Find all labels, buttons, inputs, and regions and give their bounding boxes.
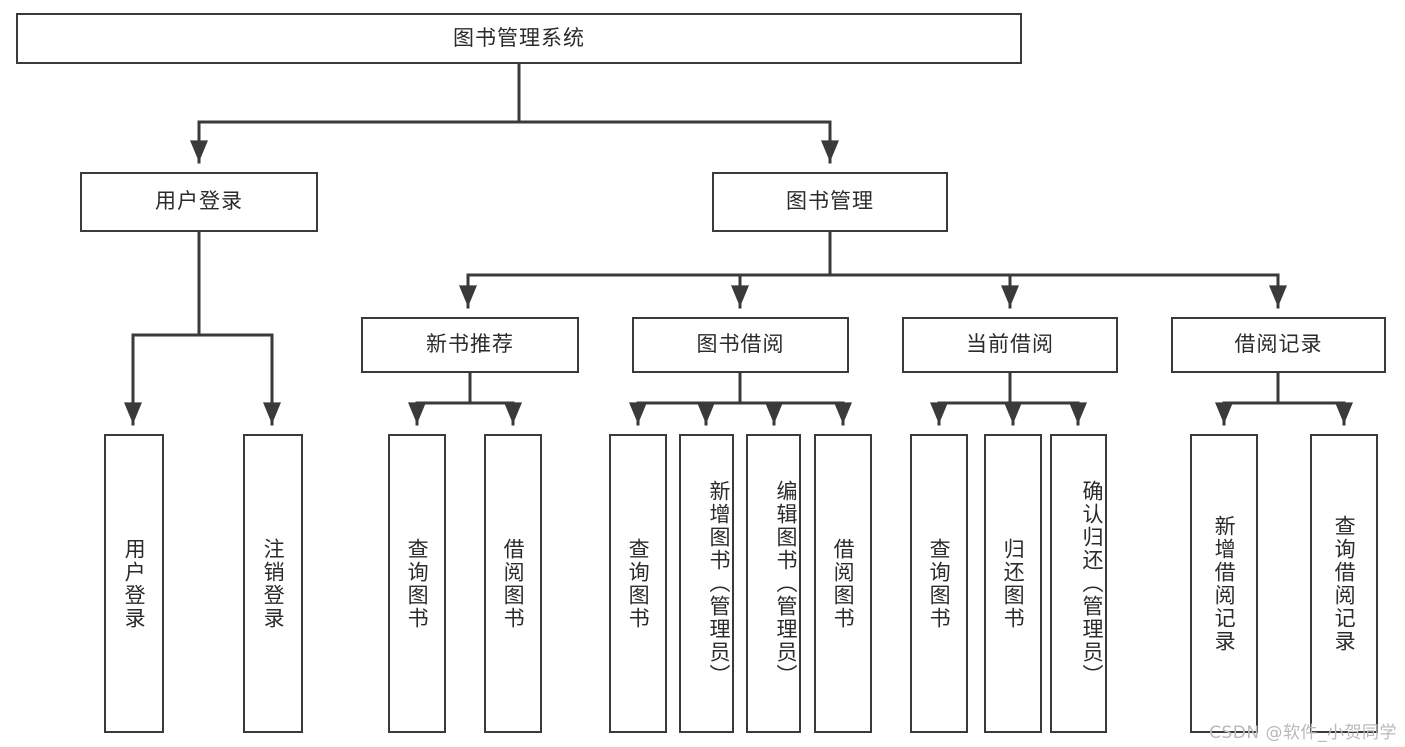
leaf-confirm-return-admin-label: 确认归还（管理员） <box>1080 480 1104 687</box>
leaf-borrow-book[interactable]: 借阅图书 <box>814 434 872 733</box>
leaf-return-book[interactable]: 归还图书 <box>984 434 1042 733</box>
arrow-head-icon <box>930 402 948 424</box>
node-user-login-label: 用户登录 <box>155 189 243 214</box>
leaf-query-book-current-label: 查询图书 <box>927 537 952 630</box>
arrow-head-icon <box>1269 285 1287 307</box>
node-current-borrow-label: 当前借阅 <box>966 332 1054 357</box>
arrow-head-icon <box>190 140 208 162</box>
node-borrow-record[interactable]: 借阅记录 <box>1171 317 1386 373</box>
arrow-head-icon <box>765 402 783 424</box>
arrow-head-icon <box>124 402 142 424</box>
leaf-confirm-return-admin[interactable]: 确认归还（管理员） <box>1050 434 1107 733</box>
csdn-watermark: CSDN @软件_小贺同学 <box>1209 723 1397 743</box>
node-book-borrow-label: 图书借阅 <box>696 332 785 357</box>
arrow-head-icon <box>504 402 522 424</box>
node-root[interactable]: 图书管理系统 <box>16 13 1022 64</box>
node-book-management[interactable]: 图书管理 <box>712 172 948 232</box>
leaf-borrow-book-label: 借阅图书 <box>831 537 856 630</box>
leaf-query-book-borrow-label: 查询图书 <box>626 537 651 630</box>
leaf-edit-book-admin[interactable]: 编辑图书（管理员） <box>746 434 801 733</box>
leaf-query-book-borrow[interactable]: 查询图书 <box>609 434 667 733</box>
arrow-head-icon <box>1215 402 1233 424</box>
node-book-borrow[interactable]: 图书借阅 <box>632 317 849 373</box>
arrow-head-icon <box>263 402 281 424</box>
leaf-query-book-recommend[interactable]: 查询图书 <box>388 434 446 733</box>
leaf-query-borrow-record[interactable]: 查询借阅记录 <box>1310 434 1378 733</box>
node-new-book-recommend[interactable]: 新书推荐 <box>361 317 579 373</box>
leaf-user-logout[interactable]: 注销登录 <box>243 434 303 733</box>
arrow-head-icon <box>629 402 647 424</box>
arrow-head-icon <box>1001 285 1019 307</box>
node-root-label: 图书管理系统 <box>453 25 585 50</box>
leaf-edit-book-admin-label: 编辑图书（管理员） <box>774 480 798 687</box>
leaf-add-book-admin[interactable]: 新增图书（管理员） <box>679 434 734 733</box>
arrow-head-icon <box>821 140 839 162</box>
leaf-query-book-current[interactable]: 查询图书 <box>910 434 968 733</box>
arrow-head-icon <box>459 285 477 307</box>
arrow-head-icon <box>1335 402 1353 424</box>
leaf-borrow-book-recommend-label: 借阅图书 <box>501 537 526 630</box>
node-borrow-record-label: 借阅记录 <box>1234 332 1323 357</box>
node-new-book-recommend-label: 新书推荐 <box>426 332 514 357</box>
node-current-borrow[interactable]: 当前借阅 <box>902 317 1118 373</box>
arrow-head-icon <box>834 402 852 424</box>
node-book-management-label: 图书管理 <box>786 189 874 214</box>
leaf-query-borrow-record-label: 查询借阅记录 <box>1332 514 1357 653</box>
leaf-user-login-label: 用户登录 <box>122 537 147 630</box>
leaf-user-login[interactable]: 用户登录 <box>104 434 164 733</box>
arrow-head-icon <box>731 285 749 307</box>
leaf-user-logout-label: 注销登录 <box>261 537 286 630</box>
leaf-add-borrow-record-label: 新增借阅记录 <box>1212 514 1237 653</box>
node-user-login[interactable]: 用户登录 <box>80 172 318 232</box>
leaf-add-book-admin-label: 新增图书（管理员） <box>707 480 731 687</box>
arrow-head-icon <box>1069 402 1087 424</box>
leaf-borrow-book-recommend[interactable]: 借阅图书 <box>484 434 542 733</box>
leaf-return-book-label: 归还图书 <box>1001 537 1026 630</box>
arrow-head-icon <box>408 402 426 424</box>
arrow-head-icon <box>697 402 715 424</box>
leaf-query-book-recommend-label: 查询图书 <box>405 537 430 630</box>
arrow-head-icon <box>1004 402 1022 424</box>
leaf-add-borrow-record[interactable]: 新增借阅记录 <box>1190 434 1258 733</box>
